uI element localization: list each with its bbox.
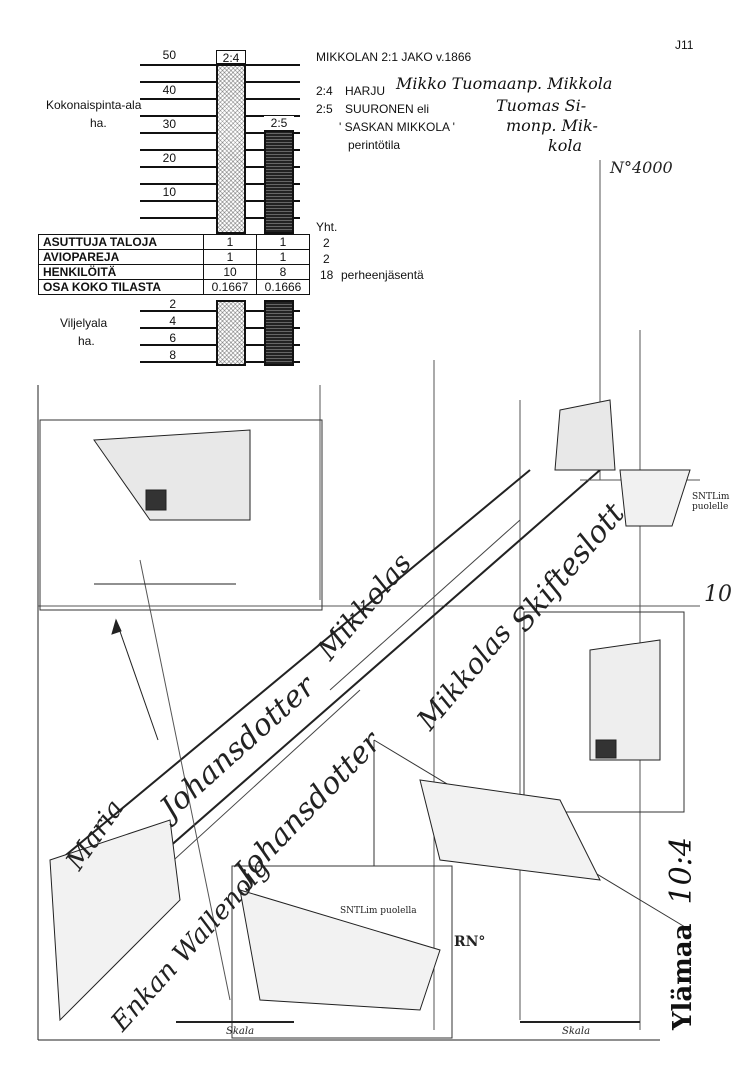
bar-2-5-cultivated <box>264 300 294 366</box>
total-area-label: Kokonaispinta-ala <box>46 98 142 112</box>
row-total: 2 <box>323 236 330 250</box>
bar-label: 2:5 <box>264 116 294 130</box>
y-tick-label: 2 <box>169 297 176 311</box>
y-tick-label: 30 <box>162 117 176 131</box>
statistics-table: ASUTTUJA TALOJA 1 1 AVIOPAREJA 1 1 HENKI… <box>38 234 310 295</box>
y-tick-label: 10 <box>162 185 176 199</box>
y-tick-label: 50 <box>162 48 176 62</box>
bar-2-4-cultivated <box>216 300 246 366</box>
cell-value: 0.1666 <box>256 279 310 295</box>
y-tick-label: 4 <box>169 314 176 328</box>
cultivated-area-unit: ha. <box>78 334 95 348</box>
location-stamp: Ylämaa 10:4 <box>664 837 699 1030</box>
document-number: N°4000 <box>610 158 673 177</box>
row-note: perheenjäsentä <box>341 268 424 282</box>
total-column-header: Yht. <box>316 220 338 234</box>
legend-name: SUURONEN eli <box>345 102 430 116</box>
total-area-unit: ha. <box>90 116 107 130</box>
page-code: J11 <box>675 38 694 52</box>
legend-code: 2:4 <box>316 84 333 98</box>
y-tick-label: 8 <box>169 348 176 362</box>
row-label: OSA KOKO TILASTA <box>38 279 204 295</box>
y-tick-label: 6 <box>169 331 176 345</box>
location-number: 10:4 <box>664 837 699 905</box>
cultivated-area-label: Viljelyala <box>60 316 108 330</box>
legend-name: perintötila <box>348 138 401 152</box>
bar-2-5-total <box>264 130 294 234</box>
side-number: 10 <box>704 582 732 607</box>
legend-name: HARJU <box>345 84 386 98</box>
legend-handwriting: Mikko Tuomaanp. Mikkola <box>396 74 613 93</box>
legend-handwriting: monp. Mik- <box>506 116 598 135</box>
legend-name: ' SASKAN MIKKOLA ' <box>339 120 455 134</box>
table-row: OSA KOKO TILASTA 0.1667 0.1666 <box>38 279 310 295</box>
legend-code: 2:5 <box>316 102 333 116</box>
location-name: Ylämaa <box>668 923 698 1031</box>
rn-marker: RN° <box>454 934 486 950</box>
map-boundary-note: SNTLim puolella <box>340 906 417 916</box>
bar-label: 2:4 <box>216 50 246 65</box>
legend-handwriting: Tuomas Si- <box>496 96 587 115</box>
scale-label: Skala <box>562 1026 591 1037</box>
map-boundary-note: SNTLim puolelle <box>692 492 730 512</box>
row-label: HENKILÖITÄ <box>38 264 204 280</box>
document-title: MIKKOLAN 2:1 JAKO v.1866 <box>316 50 472 64</box>
legend-handwriting: kola <box>548 136 582 155</box>
row-label: ASUTTUJA TALOJA <box>38 234 204 250</box>
table-row: HENKILÖITÄ 10 8 <box>38 264 310 280</box>
row-label: AVIOPAREJA <box>38 249 204 265</box>
scale-label: Skala <box>226 1026 255 1037</box>
y-tick-label: 20 <box>162 151 176 165</box>
table-row: AVIOPAREJA 1 1 <box>38 249 310 265</box>
y-tick-label: 40 <box>162 83 176 97</box>
row-total: 2 <box>323 252 330 266</box>
bar-2-4-total <box>216 64 246 234</box>
cell-value: 0.1667 <box>203 279 257 295</box>
row-total: 18 <box>320 268 334 282</box>
